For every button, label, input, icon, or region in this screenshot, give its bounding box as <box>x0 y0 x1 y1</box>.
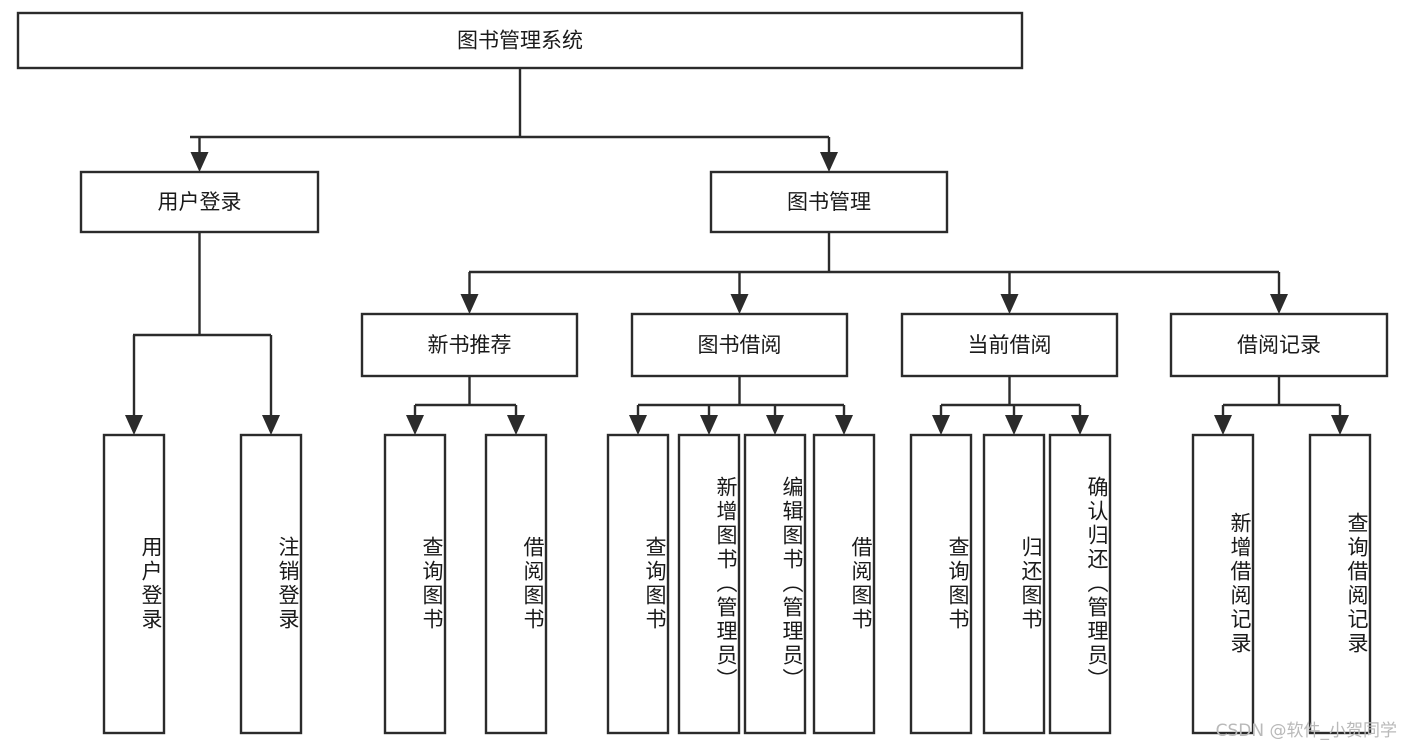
node-book-borrow-box[interactable] <box>630 312 849 378</box>
node-leaf-query-borrow-record-box[interactable] <box>1308 433 1372 735</box>
node-leaf-add-borrow-record-box[interactable] <box>1191 433 1255 735</box>
node-leaf-return-book-box[interactable] <box>982 433 1046 735</box>
node-leaf-borrow-book-box[interactable] <box>812 433 876 735</box>
connectors-layer <box>125 68 1349 435</box>
node-user-login-label: 用户登录 <box>158 190 242 214</box>
node-leaf-query-book-borrow-box[interactable] <box>606 433 670 735</box>
node-leaf-add-book-admin-box[interactable] <box>677 433 741 735</box>
arrow-head-icon-book-manage <box>820 152 838 172</box>
arrow-head-icon-borrow-record <box>1270 294 1288 314</box>
node-book-manage-label: 图书管理 <box>787 190 871 214</box>
node-new-book-recommend-label: 新书推荐 <box>428 333 512 357</box>
node-root-label: 图书管理系统 <box>457 29 583 53</box>
node-new-book-recommend-box[interactable] <box>360 312 579 378</box>
arrow-head-icon-leaf-edit-book-admin <box>766 415 784 435</box>
node-leaf-query-book-new-box[interactable] <box>383 433 447 735</box>
arrow-head-icon-leaf-add-borrow-record <box>1214 415 1232 435</box>
node-root-box[interactable] <box>16 11 1024 70</box>
arrow-head-icon-leaf-query-borrow-record <box>1331 415 1349 435</box>
arrow-head-icon-leaf-return-book <box>1005 415 1023 435</box>
arrow-head-icon-book-borrow <box>730 294 749 314</box>
node-leaf-confirm-return-box[interactable] <box>1048 433 1112 735</box>
node-current-borrow-label: 当前借阅 <box>968 333 1052 357</box>
node-leaf-edit-book-admin-box[interactable] <box>743 433 807 735</box>
node-book-borrow-label: 图书借阅 <box>698 333 782 357</box>
arrow-head-icon-leaf-confirm-return <box>1071 415 1089 435</box>
node-leaf-query-book-current-box[interactable] <box>909 433 973 735</box>
boxes-layer <box>16 11 1389 735</box>
node-borrow-record-label: 借阅记录 <box>1237 333 1321 357</box>
arrow-head-icon-user-login <box>190 152 209 172</box>
arrow-head-icon-leaf-query-book-borrow <box>629 415 647 435</box>
arrow-head-icon-leaf-borrow-book <box>835 415 853 435</box>
node-user-login-box[interactable] <box>79 170 320 234</box>
arrow-head-icon-current-borrow <box>1000 294 1019 314</box>
arrow-head-icon-new-book-recommend <box>460 294 479 314</box>
arrow-head-icon-leaf-logout <box>262 415 280 435</box>
node-leaf-borrow-book-new-box[interactable] <box>484 433 548 735</box>
node-current-borrow-box[interactable] <box>900 312 1119 378</box>
arrow-head-icon-leaf-user-login <box>125 415 143 435</box>
node-borrow-record-box[interactable] <box>1169 312 1389 378</box>
arrow-head-icon-leaf-query-book-new <box>406 415 424 435</box>
arrow-head-icon-leaf-add-book-admin <box>700 415 718 435</box>
node-book-manage-box[interactable] <box>709 170 949 234</box>
arrow-head-icon-leaf-query-book-current <box>932 415 950 435</box>
node-leaf-user-login-box[interactable] <box>102 433 166 735</box>
arrow-head-icon-leaf-borrow-book-new <box>507 415 525 435</box>
node-leaf-logout-box[interactable] <box>239 433 303 735</box>
